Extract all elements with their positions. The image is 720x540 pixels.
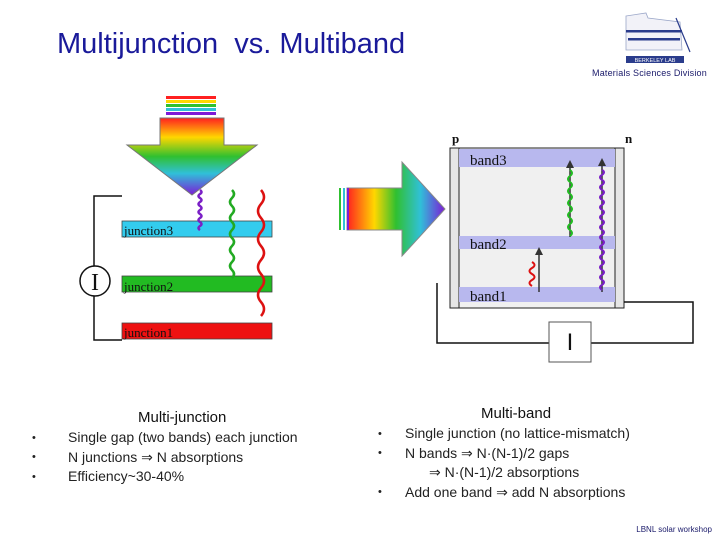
bullet-marker: • (378, 486, 382, 498)
photon-red-right (528, 261, 536, 287)
n-label: n (625, 131, 633, 146)
photon-violet-left (197, 188, 203, 232)
current-meter-left-label: I (91, 270, 99, 296)
multi-band-heading: Multi-band (481, 405, 552, 422)
list-item: Efficiency~30-40% (68, 468, 185, 484)
multi-junction-list: Single gap (two bands) each junction N j… (68, 428, 298, 487)
bullet-marker: • (378, 428, 382, 440)
current-meter-right-label: I (567, 329, 574, 356)
p-label: p (452, 131, 459, 146)
current-meter-left (79, 265, 111, 297)
junction1-layer (121, 322, 273, 340)
photon-green-left (228, 189, 236, 279)
to-multiband-arrow (346, 160, 446, 258)
multi-junction-heading: Multi-junction (138, 409, 227, 426)
junction2-label: junction2 (123, 279, 173, 294)
junction2-layer (121, 275, 273, 293)
light-stripes (166, 96, 216, 115)
list-item: N junctions ⇒ N absorptions (68, 448, 244, 465)
current-meter-right (548, 321, 592, 363)
band2-bar (459, 236, 615, 249)
multijunction-multiband-diagram: I junction3 junction2 junction1 band3 ba… (79, 96, 694, 363)
logo-division-name: Materials Sciences Division (592, 68, 707, 78)
page-title: Multijunction vs. Multiband (57, 28, 406, 60)
band3-bar (459, 149, 615, 167)
multi-band-list: Single junction (no lattice-mismatch) N … (405, 424, 630, 502)
photon-green-right (567, 169, 573, 237)
incoming-light-arrow (125, 117, 259, 196)
photon-red-left (256, 189, 266, 317)
photon-violet-right (599, 169, 605, 291)
bullet-marker: • (32, 432, 36, 444)
bullet-marker: • (378, 447, 382, 459)
list-item: Single junction (no lattice-mismatch) (405, 425, 630, 441)
band1-bar (459, 287, 615, 302)
bullet-marker: • (32, 471, 36, 483)
list-item: Add one band ⇒ add N absorptions (405, 483, 626, 500)
berkeley-lab-logo: BERKELEY LAB (625, 12, 691, 64)
logo-org-text: BERKELEY LAB (635, 58, 676, 64)
footer-text: LBNL solar workshop (636, 525, 712, 534)
junction1-label: junction1 (123, 325, 173, 340)
list-item: N bands ⇒ N·(N-1)/2 gaps (405, 444, 570, 461)
junction3-label: junction3 (123, 223, 173, 238)
band3-label: band3 (470, 153, 507, 169)
list-item: Single gap (two bands) each junction (68, 429, 298, 445)
bullet-marker: • (32, 451, 36, 463)
band2-label: band2 (470, 237, 507, 253)
list-item: ⇒ N·(N-1)/2 absorptions (429, 464, 580, 480)
band1-label: band1 (470, 289, 507, 305)
